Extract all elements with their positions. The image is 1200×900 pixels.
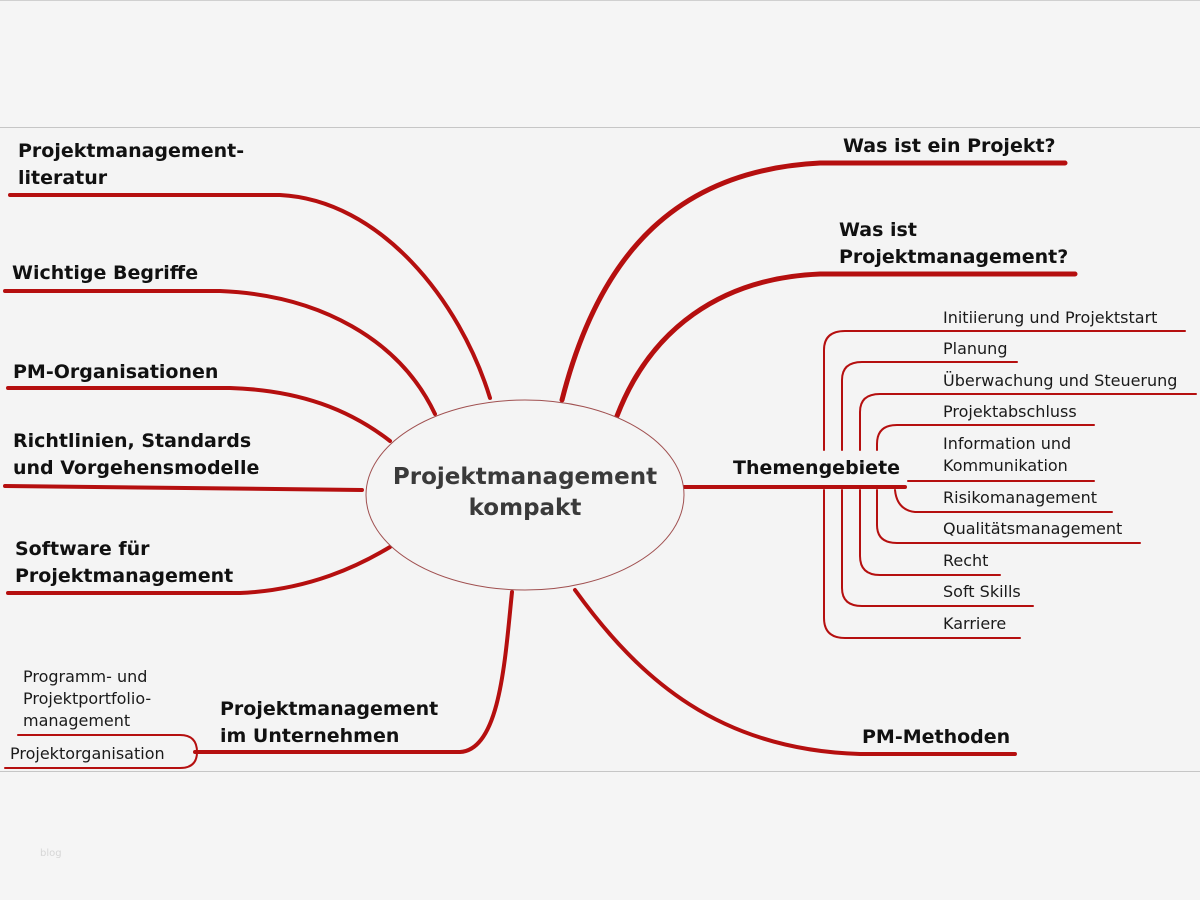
- node-was-ist-pm-line-1: Was ist: [839, 219, 917, 241]
- branch-line-organisationen: [6, 386, 392, 443]
- node-software-line-1: Software für: [15, 538, 150, 560]
- subnode-portfolio-line-3: management: [23, 711, 131, 730]
- sub-line-risiko: [894, 489, 1113, 513]
- center-node-ellipse: [365, 399, 685, 591]
- node-themengebiete[interactable]: Themengebiete: [733, 455, 900, 482]
- subnode-karriere[interactable]: Karriere: [943, 614, 1007, 633]
- branch-line-was-ist-projekt: [559, 160, 1068, 403]
- subnode-soft-skills[interactable]: Soft Skills: [943, 582, 1021, 601]
- sub-line-projektabschluss: [876, 424, 1095, 451]
- subnode-portfolio[interactable]: Programm- und Projektportfolio- manageme…: [23, 666, 151, 732]
- branch-line-begriffe: [3, 289, 437, 416]
- sub-line-recht: [859, 489, 1001, 576]
- branch-line-was-ist-pm: [614, 271, 1078, 419]
- node-unternehmen-line-1: Projektmanagement: [220, 698, 439, 720]
- node-wichtige-begriffe[interactable]: Wichtige Begriffe: [12, 260, 198, 287]
- node-pm-organisationen-label: PM-Organisationen: [13, 361, 219, 383]
- sub-line-qualitaet: [876, 489, 1141, 544]
- top-margin: [0, 0, 1200, 128]
- subnode-projektabschluss[interactable]: Projektabschluss: [943, 402, 1077, 421]
- branch-line-pm-methoden: [573, 588, 1017, 756]
- node-wichtige-begriffe-label: Wichtige Begriffe: [12, 262, 199, 284]
- node-richtlinien-line-2: und Vorgehensmodelle: [13, 457, 260, 479]
- subnode-information[interactable]: Information und Kommunikation: [943, 433, 1071, 477]
- node-richtlinien-line-1: Richtlinien, Standards: [13, 430, 252, 452]
- sub-line-planung: [841, 361, 1018, 451]
- node-unternehmen-line-2: im Unternehmen: [220, 725, 400, 747]
- sub-line-soft-skills: [841, 489, 1034, 607]
- sub-line-karriere: [823, 489, 1021, 639]
- subnode-portfolio-line-2: Projektportfolio-: [23, 689, 152, 708]
- node-literatur[interactable]: Projektmanagement- literatur: [18, 138, 244, 192]
- subnode-ueberwachung[interactable]: Überwachung und Steuerung: [943, 371, 1178, 390]
- subnode-planung[interactable]: Planung: [943, 339, 1008, 358]
- node-pm-organisationen[interactable]: PM-Organisationen: [13, 359, 218, 386]
- node-was-ist-pm[interactable]: Was ist Projektmanagement?: [839, 217, 1068, 271]
- node-software[interactable]: Software für Projektmanagement: [15, 536, 233, 590]
- subnode-information-line-1: Information und: [943, 434, 1072, 453]
- node-unternehmen[interactable]: Projektmanagement im Unternehmen: [220, 696, 438, 750]
- center-line-2: kompakt: [468, 495, 582, 521]
- subnode-recht[interactable]: Recht: [943, 551, 989, 570]
- subnode-projektorganisation[interactable]: Projektorganisation: [10, 744, 165, 763]
- node-pm-methoden-label: PM-Methoden: [862, 726, 1011, 748]
- sub-line-initiierung: [823, 330, 1186, 451]
- node-richtlinien[interactable]: Richtlinien, Standards und Vorgehensmode…: [13, 428, 259, 482]
- node-literatur-line-1: Projektmanagement-: [18, 140, 245, 162]
- sub-line-ueberwachung: [859, 393, 1197, 451]
- branch-line-unternehmen: [193, 590, 514, 754]
- node-themengebiete-label: Themengebiete: [733, 457, 901, 479]
- watermark: blog: [40, 848, 62, 859]
- center-line-1: Projektmanagement: [392, 464, 658, 490]
- subnode-risikomanagement[interactable]: Risikomanagement: [943, 488, 1098, 507]
- branch-line-software: [6, 545, 392, 595]
- node-literatur-line-2: literatur: [18, 167, 108, 189]
- branch-line-literatur: [8, 193, 492, 400]
- sub-line-portfolio: [17, 734, 198, 753]
- node-software-line-2: Projektmanagement: [15, 565, 234, 587]
- node-pm-methoden[interactable]: PM-Methoden: [862, 724, 1010, 751]
- sub-line-projektorganisation: [4, 751, 198, 769]
- node-was-ist-projekt[interactable]: Was ist ein Projekt?: [843, 133, 1056, 160]
- subnode-information-line-2: Kommunikation: [943, 456, 1068, 475]
- subnode-portfolio-line-1: Programm- und: [23, 667, 148, 686]
- subnode-qualitaetsmanagement[interactable]: Qualitätsmanagement: [943, 519, 1123, 538]
- branch-line-richtlinien: [3, 484, 364, 492]
- bottom-margin: [0, 771, 1200, 900]
- node-was-ist-pm-line-2: Projektmanagement?: [839, 246, 1069, 268]
- center-node[interactable]: Projektmanagement kompakt: [366, 462, 684, 524]
- subnode-initiierung[interactable]: Initiierung und Projektstart: [943, 308, 1158, 327]
- node-was-ist-projekt-label: Was ist ein Projekt?: [843, 135, 1056, 157]
